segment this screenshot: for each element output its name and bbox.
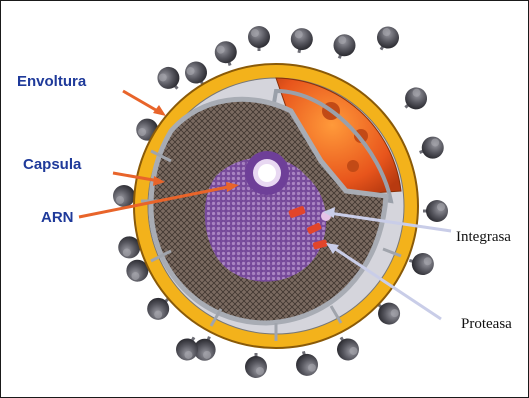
label-capsula: Capsula xyxy=(23,156,82,173)
label-arn: ARN xyxy=(41,209,74,226)
label-integrasa: Integrasa xyxy=(456,229,511,245)
label-envoltura: Envoltura xyxy=(17,73,87,90)
arrow-envoltura xyxy=(123,91,161,113)
label-proteasa: Proteasa xyxy=(461,316,512,332)
